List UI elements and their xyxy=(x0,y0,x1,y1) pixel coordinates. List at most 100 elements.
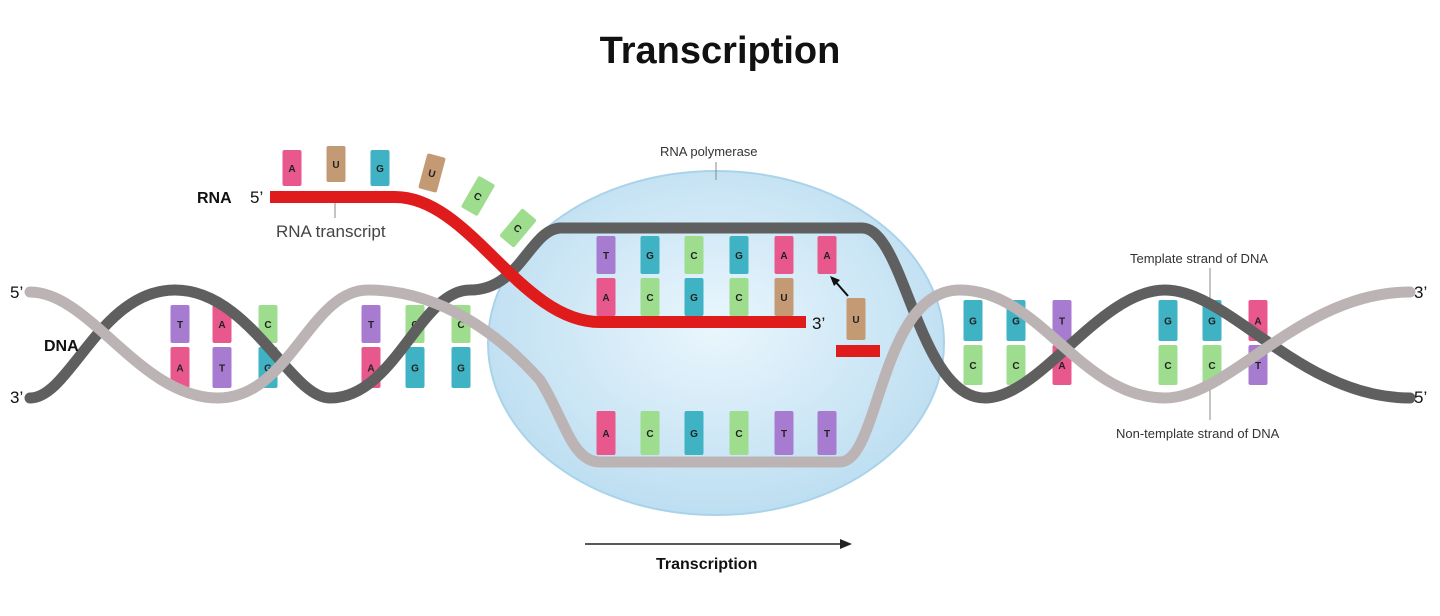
bubble-pair-5-top: A xyxy=(774,236,794,274)
dna-left-pair-5-bottom: G xyxy=(405,347,425,388)
non-template-base-5: T xyxy=(774,411,794,455)
svg-text:G: G xyxy=(411,364,419,375)
svg-text:C: C xyxy=(1164,361,1171,372)
rna-free-nucleotide-2: U xyxy=(326,146,346,182)
svg-text:U: U xyxy=(332,160,339,171)
svg-text:C: C xyxy=(969,361,976,372)
svg-text:G: G xyxy=(735,251,743,262)
svg-text:U: U xyxy=(852,315,859,326)
dna-left-pair-2-bottom: T xyxy=(212,347,232,388)
svg-text:G: G xyxy=(264,364,272,375)
incoming-template-base: A xyxy=(817,236,837,274)
dna-right-pair-4-top: G xyxy=(1158,300,1178,341)
svg-text:C: C xyxy=(264,320,271,331)
svg-text:A: A xyxy=(176,364,183,375)
dna-top-left-five-prime: 5’ xyxy=(10,283,24,302)
dna-left-pair-3-top: C xyxy=(258,305,278,343)
non-template-strand xyxy=(24,284,1416,468)
rna-free-nucleotide-4: U xyxy=(418,153,446,193)
svg-text:A: A xyxy=(780,251,787,262)
svg-text:C: C xyxy=(457,320,464,331)
dna-bottom-left-three-prime: 3’ xyxy=(10,388,24,407)
bubble-pair-2-top: G xyxy=(640,236,660,274)
dna-right-pair-1-bottom: C xyxy=(963,345,983,385)
bubble-pair-3-bottom: G xyxy=(684,278,704,316)
svg-text:A: A xyxy=(1058,361,1065,372)
non-template-base-3: G xyxy=(684,411,704,455)
dna-right-pair-3-top: T xyxy=(1052,300,1072,341)
template-strand-label: Template strand of DNA xyxy=(1130,251,1269,266)
rna-five-prime-label: 5’ xyxy=(250,188,264,207)
svg-text:G: G xyxy=(1164,317,1172,328)
svg-text:C: C xyxy=(1012,361,1019,372)
rna-free-nucleotide-5: C xyxy=(461,176,495,216)
dna-left-pair-4-top: T xyxy=(361,305,381,343)
dna-left-pair-1-bottom: A xyxy=(170,347,190,388)
rna-free-nucleotide-3: G xyxy=(370,150,390,186)
svg-text:T: T xyxy=(781,429,787,440)
svg-text:T: T xyxy=(1255,361,1261,372)
bubble-pair-5-bottom: U xyxy=(774,278,794,316)
rna-three-prime-label: 3’ xyxy=(812,314,826,333)
non-template-base-2: C xyxy=(640,411,660,455)
svg-text:T: T xyxy=(1059,317,1065,328)
svg-text:C: C xyxy=(646,293,653,304)
template-strand xyxy=(24,222,1416,404)
svg-text:G: G xyxy=(1012,317,1020,328)
svg-text:U: U xyxy=(780,293,787,304)
svg-text:G: G xyxy=(457,364,465,375)
incoming-rna-backbone xyxy=(836,345,880,357)
svg-text:A: A xyxy=(288,164,295,175)
rna-strand xyxy=(270,191,806,328)
non-template-strand-label: Non-template strand of DNA xyxy=(1116,426,1280,441)
rna-polymerase-label: RNA polymerase xyxy=(660,144,758,159)
bubble-pair-4-bottom: C xyxy=(729,278,749,316)
svg-text:G: G xyxy=(646,251,654,262)
svg-text:G: G xyxy=(969,317,977,328)
svg-text:G: G xyxy=(1208,317,1216,328)
figure-title: Transcription xyxy=(599,30,841,72)
bubble-pair-2-bottom: C xyxy=(640,278,660,316)
non-template-base-6: T xyxy=(817,411,837,455)
dna-label: DNA xyxy=(44,338,79,355)
bubble-pair-3-top: C xyxy=(684,236,704,274)
rna-transcript-label: RNA transcript xyxy=(276,222,386,241)
svg-text:C: C xyxy=(471,191,483,204)
rna-free-nucleotide-1: A xyxy=(282,150,302,186)
dna-right-pair-4-bottom: C xyxy=(1158,345,1178,385)
svg-text:A: A xyxy=(602,429,609,440)
incoming-arrow-head xyxy=(830,276,840,286)
svg-text:A: A xyxy=(367,364,374,375)
svg-text:C: C xyxy=(735,293,742,304)
rna-free-nucleotide-6: C xyxy=(499,208,537,248)
dna-right-pair-1-top: G xyxy=(963,300,983,341)
svg-text:U: U xyxy=(427,168,437,180)
direction-arrow-head xyxy=(840,539,852,549)
svg-text:T: T xyxy=(603,251,609,262)
non-template-base-1: A xyxy=(596,411,616,455)
svg-text:C: C xyxy=(646,429,653,440)
svg-text:A: A xyxy=(823,251,830,262)
svg-text:C: C xyxy=(735,429,742,440)
bubble-pair-1-bottom: A xyxy=(596,278,616,316)
dna-right-pair-2-bottom: C xyxy=(1006,345,1026,385)
svg-text:A: A xyxy=(218,320,225,331)
dna-top-right-three-prime: 3’ xyxy=(1414,283,1428,302)
svg-text:G: G xyxy=(690,293,698,304)
svg-text:T: T xyxy=(219,364,225,375)
svg-text:T: T xyxy=(824,429,830,440)
bubble-pair-4-top: G xyxy=(729,236,749,274)
direction-label: Transcription xyxy=(656,556,758,573)
incoming-rna-nucleotide: U xyxy=(846,298,866,340)
bubble-pair-1-top: T xyxy=(596,236,616,274)
dna-left-pair-1-top: T xyxy=(170,305,190,343)
svg-text:G: G xyxy=(376,164,384,175)
svg-text:A: A xyxy=(602,293,609,304)
svg-text:C: C xyxy=(1208,361,1215,372)
dna-bottom-right-five-prime: 5’ xyxy=(1414,388,1428,407)
svg-text:C: C xyxy=(690,251,697,262)
non-template-base-4: C xyxy=(729,411,749,455)
dna-left-pair-6-bottom: G xyxy=(451,347,471,388)
